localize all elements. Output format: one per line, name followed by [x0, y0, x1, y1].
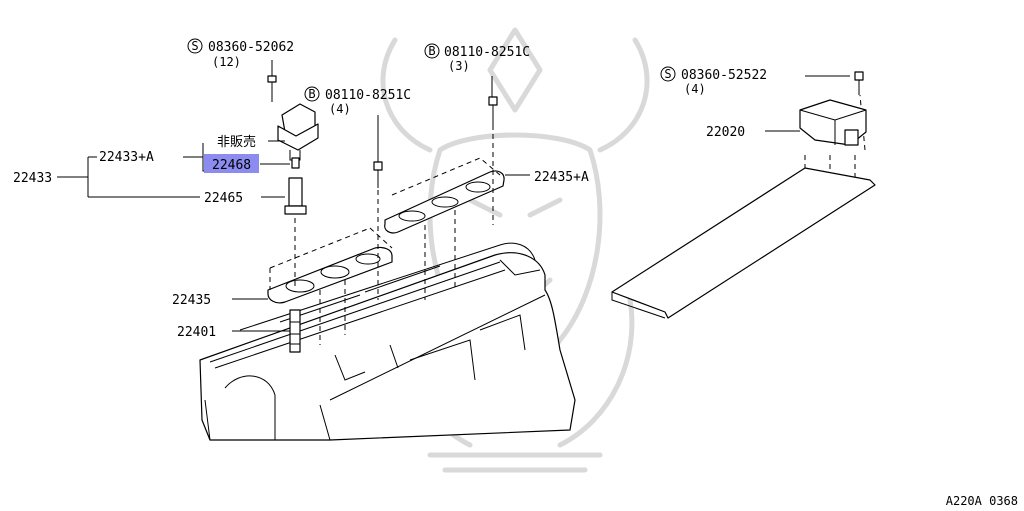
not-for-sale-label: 非販売 — [217, 134, 256, 150]
callout-qty: (3) — [448, 59, 470, 73]
callout-symbol: S — [664, 67, 671, 81]
diagram-reference-code: A220A 0368 — [946, 494, 1018, 508]
part-label-22433[interactable]: 22433 — [13, 171, 52, 186]
callout-08360-52522[interactable]: S 08360-52522 (4) — [660, 66, 767, 96]
part-label-22435[interactable]: 22435 — [172, 293, 211, 308]
callout-symbol: S — [191, 39, 198, 53]
highlight-22468 — [204, 154, 259, 173]
callout-qty: (4) — [329, 102, 351, 116]
callout-number: 08360-52062 — [208, 40, 294, 55]
cylinder-head-drawing — [199, 242, 576, 441]
part-label-22468[interactable]: 22468 — [212, 158, 251, 173]
bolt-drawings — [267, 71, 864, 188]
callout-08110-8251c-3[interactable]: B 08110-8251C (3) — [424, 43, 530, 73]
callout-qty: (12) — [212, 55, 241, 69]
clip-boot-plug-drawing — [284, 157, 307, 353]
callout-number: 08110-8251C — [444, 45, 530, 60]
ignition-module-drawing — [611, 99, 876, 319]
seal-plate-upper-drawing — [384, 157, 505, 234]
part-label-22401[interactable]: 22401 — [177, 325, 216, 340]
callout-symbol: B — [308, 87, 315, 101]
seal-plate-lower-drawing — [267, 227, 393, 304]
callout-symbol: B — [428, 44, 435, 58]
part-label-22465[interactable]: 22465 — [204, 191, 243, 206]
callout-qty: (4) — [684, 82, 706, 96]
leader-lines — [57, 60, 850, 332]
ignition-coil-drawing — [277, 103, 319, 161]
callout-number: 08360-52522 — [681, 68, 767, 83]
callout-08110-8251c-4[interactable]: B 08110-8251C (4) — [304, 86, 411, 116]
part-label-22435-a[interactable]: 22435+A — [534, 170, 589, 185]
callout-08360-52062[interactable]: S 08360-52062 (12) — [187, 38, 294, 69]
part-label-22020[interactable]: 22020 — [706, 125, 745, 140]
part-label-22433-a[interactable]: 22433+A — [99, 150, 154, 165]
callout-number: 08110-8251C — [325, 88, 411, 103]
